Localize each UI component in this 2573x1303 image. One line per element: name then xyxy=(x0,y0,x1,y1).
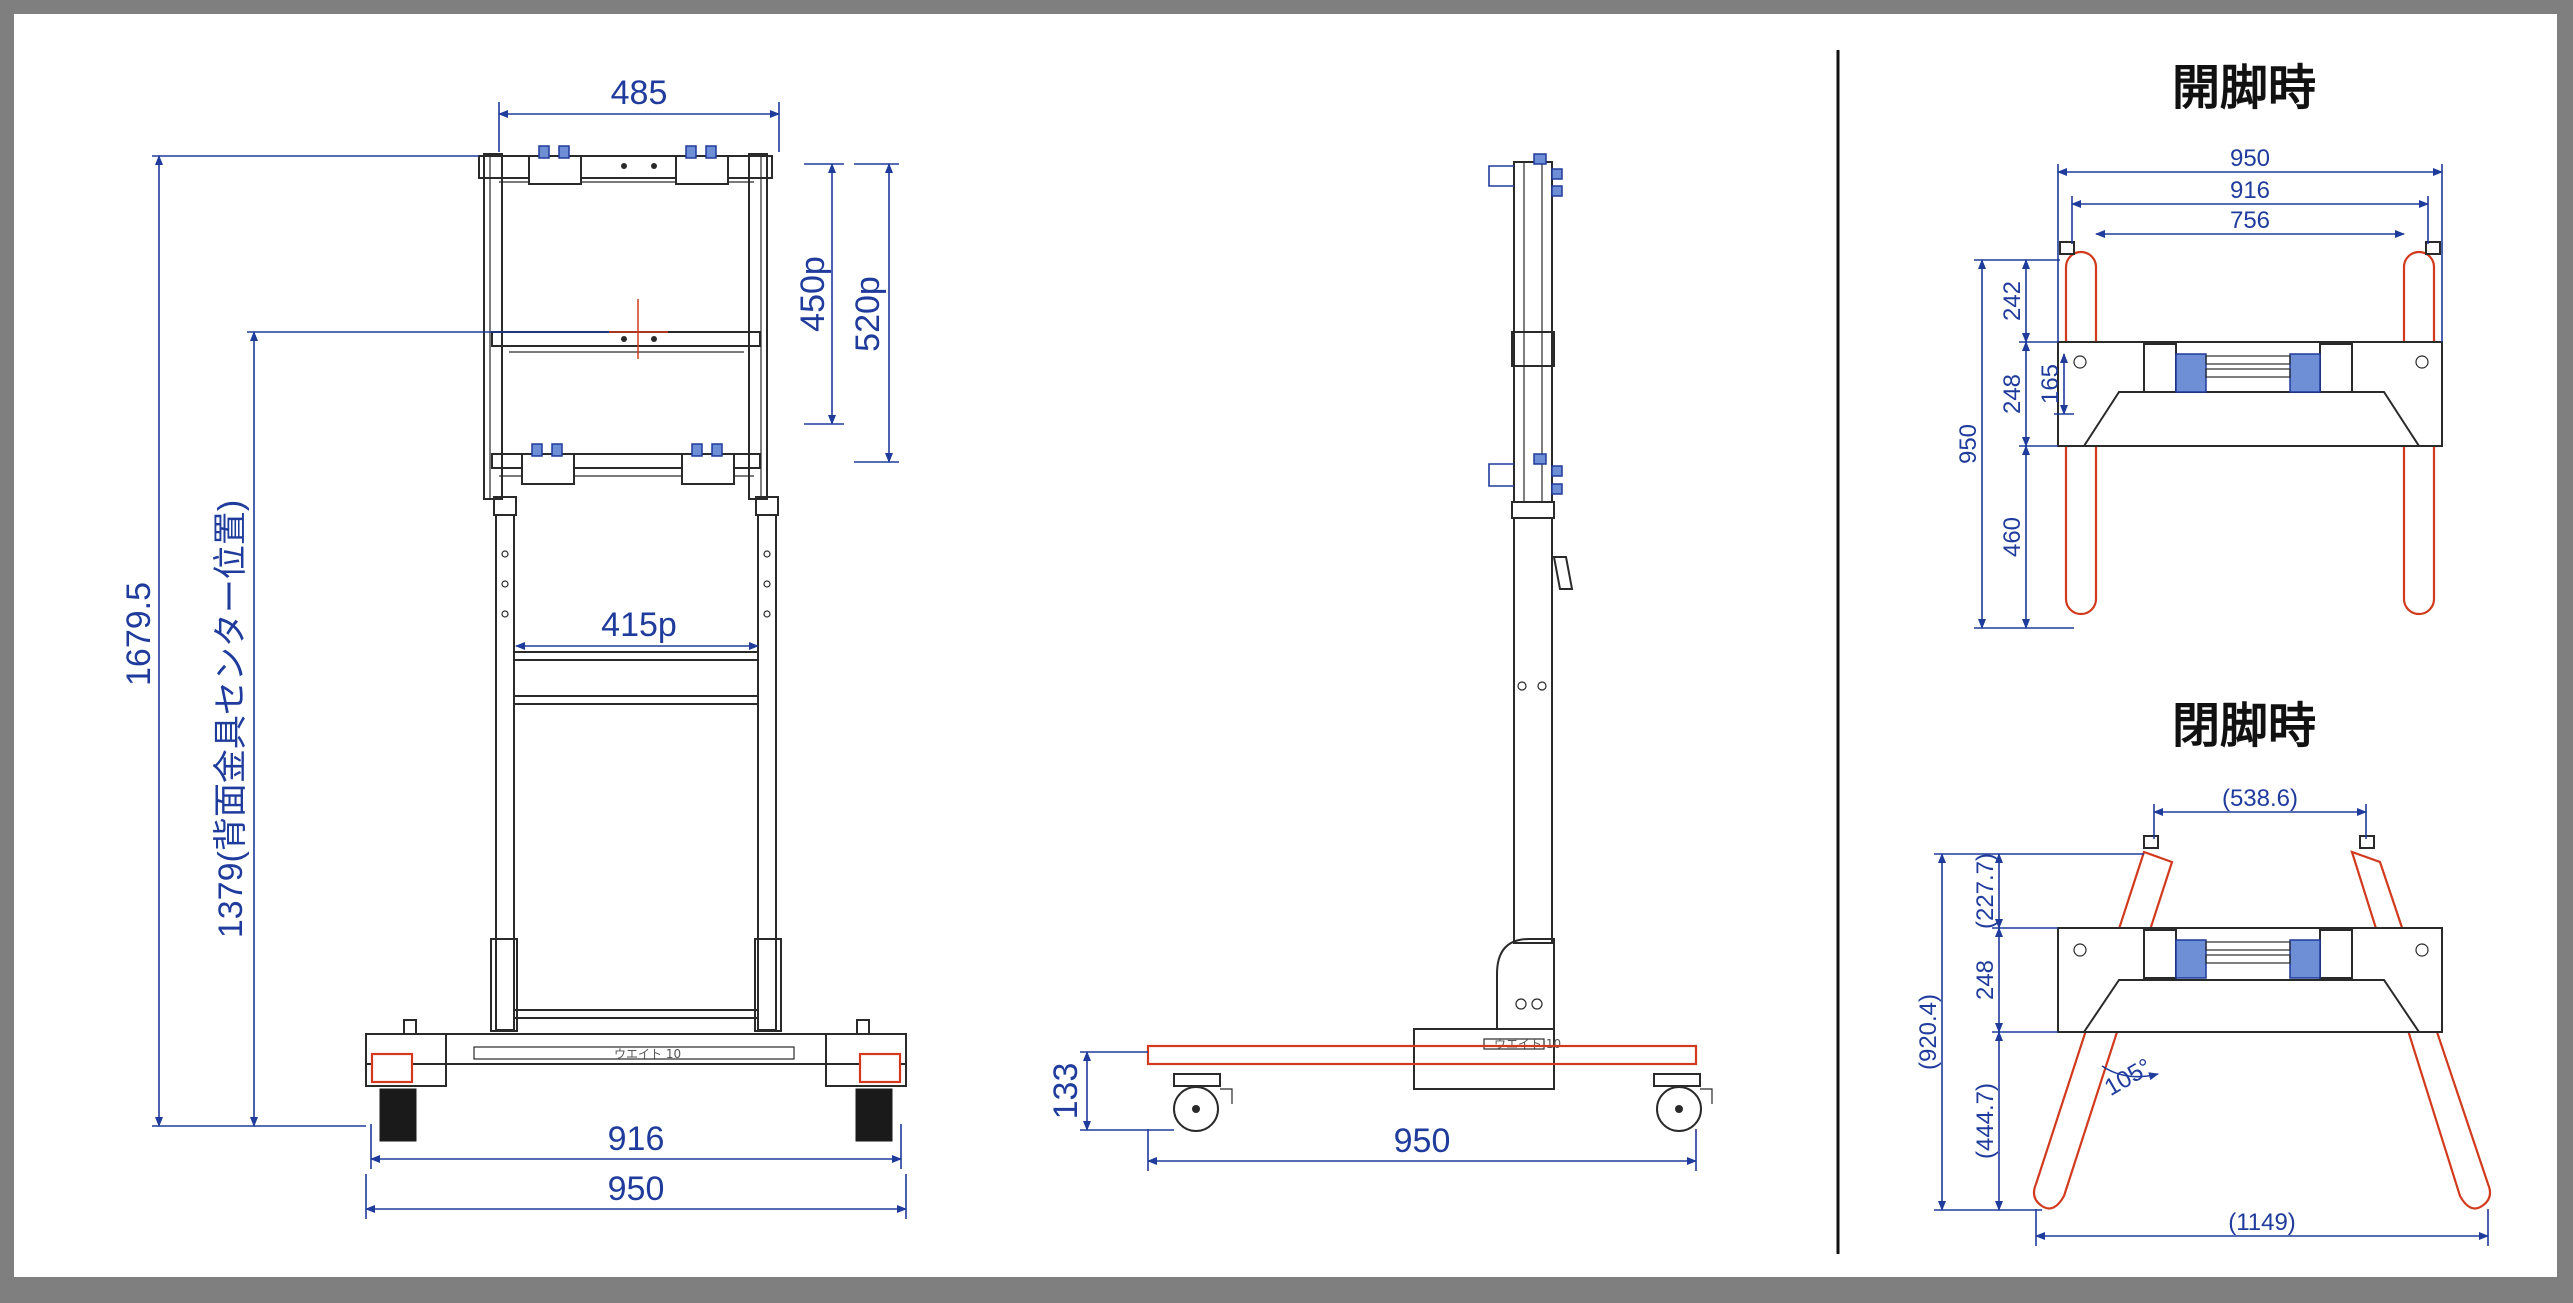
closed-dimensions: (538.6) (1149) (920.4) (227.7) 248 (444.… xyxy=(1915,785,2489,1246)
front-base: ウエイト 10 xyxy=(365,1019,907,1142)
caster-right xyxy=(1653,1073,1713,1132)
dim-base-depth: 950 xyxy=(1394,1122,1451,1160)
dim-open-width-mid: 916 xyxy=(2230,177,2270,204)
dim-top-width: 485 xyxy=(611,74,668,112)
closed-view-title: 閉脚時 xyxy=(2172,698,2316,754)
closed-view: 閉脚時 105° xyxy=(2032,698,2492,1210)
drawing-sheet: ウエイト 10 485 1679.5 1379(背面金具センター位置) 450p… xyxy=(14,14,2557,1277)
dim-center-height: 1379(背面金具センター位置) xyxy=(212,500,250,938)
dim-caster-height: 133 xyxy=(1047,1063,1085,1120)
dim-open-h-bottom: 460 xyxy=(1999,517,2026,557)
dim-base-width: 950 xyxy=(608,1170,665,1208)
dim-closed-h-top: (227.7) xyxy=(1972,853,1999,929)
dim-leg-pitch: 415p xyxy=(601,606,677,644)
dim-open-h-bracket: 165 xyxy=(2037,364,2064,404)
technical-drawing: ウエイト 10 485 1679.5 1379(背面金具センター位置) 450p… xyxy=(120,50,2492,1254)
dim-open-h-mid: 248 xyxy=(1999,374,2026,414)
dim-total-height: 1679.5 xyxy=(120,582,158,686)
dim-closed-bottom-width: (1149) xyxy=(2228,1209,2296,1236)
dim-wheel-width: 916 xyxy=(608,1120,665,1158)
front-view: ウエイト 10 xyxy=(365,145,907,1142)
dim-closed-h-bottom: (444.7) xyxy=(1972,1083,1999,1159)
caster-left xyxy=(1173,1073,1233,1132)
dim-closed-top-width: (538.6) xyxy=(2222,785,2298,812)
columns xyxy=(490,496,782,1032)
dim-open-width-inner: 756 xyxy=(2230,207,2270,234)
svg-text:ウエイト 10: ウエイト 10 xyxy=(1494,1037,1561,1051)
top-frame xyxy=(478,145,773,500)
dim-open-h-top: 242 xyxy=(1999,281,2026,321)
svg-text:ウエイト 10: ウエイト 10 xyxy=(614,1047,681,1061)
open-view-title: 開脚時 xyxy=(2172,60,2316,116)
dim-pitch-inner: 450p xyxy=(794,256,832,332)
dim-closed-h-mid: 248 xyxy=(1972,960,1999,1000)
dim-open-h-total: 950 xyxy=(1955,424,1982,464)
side-dimensions: 133 950 xyxy=(1047,1051,1697,1171)
open-view: 開脚時 xyxy=(2057,60,2443,616)
dim-open-width-outer: 950 xyxy=(2230,145,2270,172)
dim-pitch-outer: 520p xyxy=(849,276,887,352)
side-view: ウエイト 10 xyxy=(1146,153,1713,1132)
front-dimensions: 485 1679.5 1379(背面金具センター位置) 450p 520p 41… xyxy=(120,74,907,1219)
dim-closed-h-total: (920.4) xyxy=(1915,994,1942,1070)
open-dimensions: 950 916 756 950 242 248 165 460 xyxy=(1955,145,2443,629)
